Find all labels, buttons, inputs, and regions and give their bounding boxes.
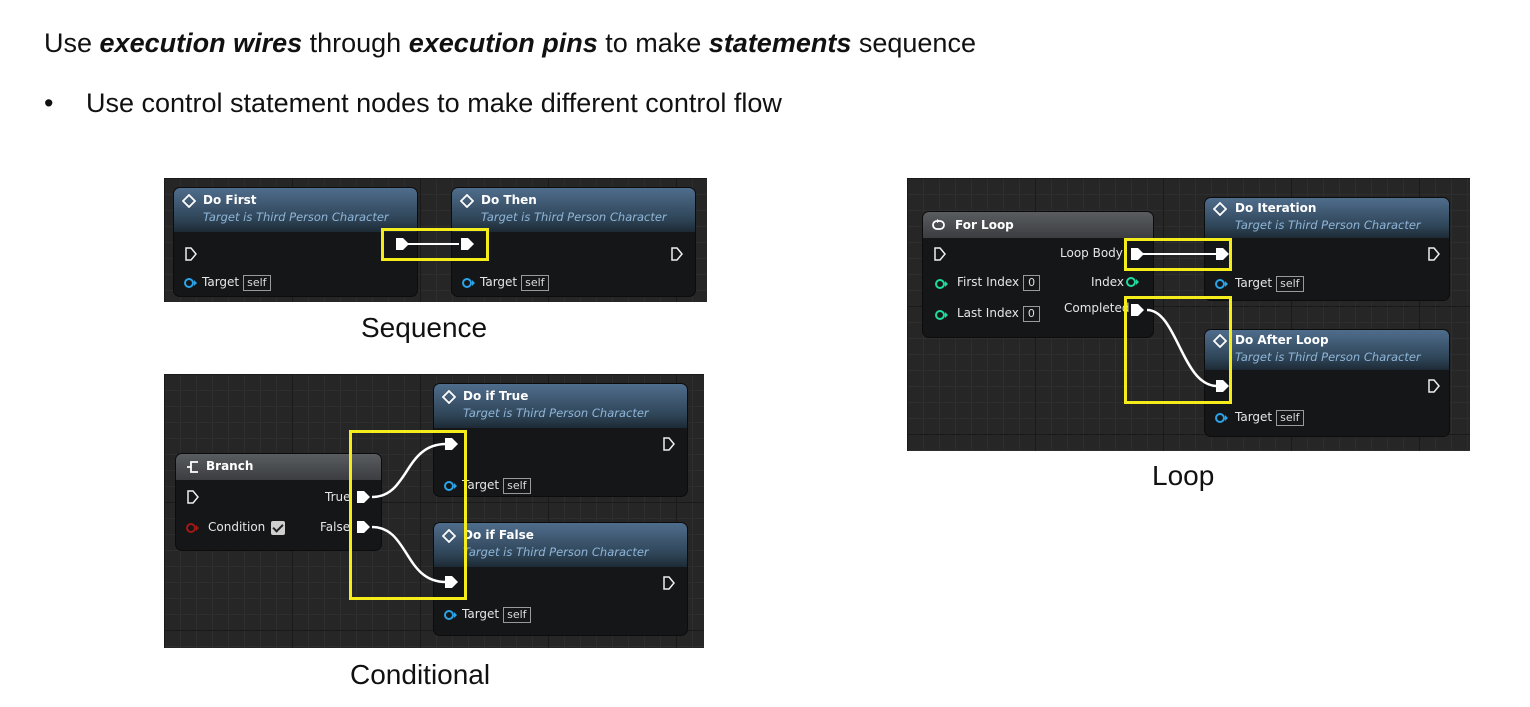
exec-out-pin[interactable] — [662, 437, 676, 451]
condition-pin: Condition — [208, 520, 286, 535]
bullet-point: • Use control statement nodes to make dif… — [44, 88, 782, 119]
heading-text: to make — [597, 28, 709, 58]
function-icon — [1213, 334, 1227, 348]
do-then-node[interactable]: Do Then Target is Third Person Character… — [452, 188, 695, 296]
heading-emphasis: execution wires — [99, 28, 303, 58]
heading-text: through — [302, 28, 409, 58]
exec-in-pin[interactable] — [933, 247, 947, 261]
branch-wires-highlight — [349, 430, 467, 600]
target-pin-icon[interactable] — [444, 480, 458, 492]
conditional-caption: Conditional — [350, 659, 491, 690]
heading-text: Use — [44, 28, 100, 58]
last-index-pin-icon[interactable] — [935, 309, 949, 321]
exec-out-pin[interactable] — [1427, 247, 1441, 261]
node-title: Do Then — [481, 193, 537, 207]
sequence-graph: Do First Target is Third Person Characte… — [164, 178, 707, 302]
node-subtitle: Target is Third Person Character — [463, 406, 649, 420]
node-subtitle: Target is Third Person Character — [203, 210, 389, 224]
index-pin-icon[interactable] — [1126, 276, 1140, 288]
node-title: Branch — [206, 459, 254, 473]
target-pin-icon[interactable] — [184, 277, 198, 289]
node-subtitle: Target is Third Person Character — [481, 210, 667, 224]
exec-out-pin[interactable] — [662, 576, 676, 590]
target-value: self — [503, 478, 531, 494]
exec-wire-highlight — [381, 228, 489, 261]
true-pin-label: True — [325, 490, 351, 504]
target-value: self — [503, 607, 531, 623]
bullet-symbol: • — [44, 88, 54, 118]
node-subtitle: Target is Third Person Character — [1235, 218, 1421, 232]
node-title: For Loop — [955, 218, 1014, 232]
function-icon — [460, 194, 474, 208]
branch-node[interactable]: Branch True False Condition — [176, 454, 381, 550]
last-index-input[interactable]: 0 — [1022, 306, 1040, 322]
do-after-loop-node[interactable]: Do After Loop Target is Third Person Cha… — [1205, 330, 1449, 436]
exec-out-pin[interactable] — [670, 247, 684, 261]
loop-icon — [932, 219, 945, 230]
node-title: Do Iteration — [1235, 201, 1317, 215]
do-if-false-node[interactable]: Do if False Target is Third Person Chara… — [434, 523, 687, 635]
target-value: self — [1276, 276, 1304, 292]
target-pin-icon[interactable] — [462, 277, 476, 289]
loop-wires — [1131, 248, 1229, 392]
for-loop-node[interactable]: For Loop Loop Body Index Completed First… — [923, 212, 1153, 337]
condition-pin-icon[interactable] — [186, 522, 200, 534]
sequence-caption: Sequence — [361, 312, 488, 343]
heading-line: Use execution wires through execution pi… — [44, 28, 976, 59]
exec-in-pin[interactable] — [184, 247, 198, 261]
exec-out-pin[interactable] — [1427, 379, 1441, 393]
loop-body-highlight — [1124, 238, 1232, 271]
node-subtitle: Target is Third Person Character — [1235, 350, 1421, 364]
condition-checkbox[interactable] — [271, 520, 286, 535]
node-title: Do After Loop — [1235, 333, 1329, 347]
heading-emphasis: execution pins — [408, 28, 598, 58]
target-pin-icon[interactable] — [1215, 412, 1229, 424]
node-title: Do if False — [463, 528, 534, 542]
node-title: Do if True — [463, 389, 529, 403]
exec-in-pin[interactable] — [186, 490, 200, 504]
heading-text: sequence — [851, 28, 976, 58]
function-icon — [1213, 202, 1227, 216]
first-index-pin-icon[interactable] — [935, 278, 949, 290]
index-pin-label: Index — [1091, 275, 1125, 289]
branch-icon — [187, 461, 198, 473]
sequence-wires — [396, 238, 474, 250]
target-value: self — [1276, 410, 1304, 426]
loop-graph: For Loop Loop Body Index Completed First… — [907, 178, 1470, 451]
function-icon — [442, 529, 456, 543]
node-subtitle: Target is Third Person Character — [463, 545, 649, 559]
target-value: self — [521, 275, 549, 291]
bullet-text: Use control statement nodes to make diff… — [86, 88, 782, 118]
conditional-wires — [357, 438, 458, 588]
do-first-node[interactable]: Do First Target is Third Person Characte… — [174, 188, 417, 296]
loop-body-pin-label: Loop Body — [1060, 246, 1123, 260]
do-iteration-node[interactable]: Do Iteration Target is Third Person Char… — [1205, 198, 1449, 300]
function-icon — [182, 194, 196, 208]
loop-caption: Loop — [1152, 460, 1215, 491]
first-index-input[interactable]: 0 — [1023, 275, 1041, 291]
target-value: self — [243, 275, 271, 291]
target-pin-icon[interactable] — [444, 609, 458, 621]
completed-pin-label: Completed — [1064, 301, 1130, 315]
conditional-graph: Branch True False Condition Do if True T… — [164, 374, 704, 648]
completed-highlight — [1124, 296, 1232, 404]
node-title: Do First — [203, 193, 257, 207]
do-if-true-node[interactable]: Do if True Target is Third Person Charac… — [434, 384, 687, 496]
target-pin-icon[interactable] — [1215, 278, 1229, 290]
heading-emphasis: statements — [708, 28, 852, 58]
false-pin-label: False — [320, 520, 351, 534]
function-icon — [442, 390, 456, 404]
